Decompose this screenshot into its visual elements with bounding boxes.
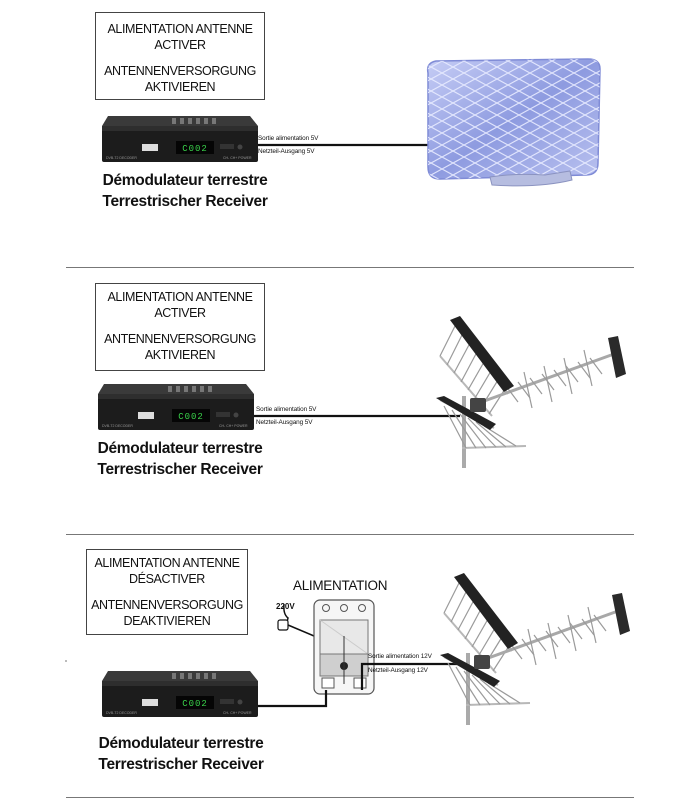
svg-text:CH- CH+ POWER: CH- CH+ POWER [219,424,248,428]
box-fr-line2: ACTIVER [154,38,206,52]
cable-label-fr: Sortie alimentation 5V [258,135,319,142]
cable-label-fr: Sortie alimentation 12V [368,653,432,660]
caption-fr: Démodulateur terrestre [102,172,268,189]
box-fr-line2: DÉSACTIVER [129,572,205,586]
caption-fr: Démodulateur terrestre [97,440,263,457]
box-de-line2: AKTIVIEREN [144,80,216,94]
receiver-display: C002 [178,412,204,422]
svg-text:DVB-T2 DECODER: DVB-T2 DECODER [106,156,137,160]
power-supply-title: ALIMENTATION [293,578,388,593]
box-de-line2: AKTIVIEREN [144,348,216,362]
receiver-image: C002 DVB-T2 DECODER CH- CH+ POWER [102,116,258,162]
instruction-box: ALIMENTATION ANTENNE ACTIVER ANTENNENVER… [95,12,265,100]
caption-fr: Démodulateur terrestre [98,735,264,752]
receiver-display: C002 [182,144,208,154]
receiver-display: C002 [182,699,208,709]
box-fr-line1: ALIMENTATION ANTENNE [94,556,240,570]
cable-label-de: Netzteil-Ausgang 5V [258,148,315,155]
svg-text:CH- CH+ POWER: CH- CH+ POWER [223,711,252,715]
instruction-box: ALIMENTATION ANTENNE ACTIVER ANTENNENVER… [95,283,265,371]
section-divider [66,267,634,268]
outdoor-yagi-antenna [436,316,626,468]
section-divider [66,797,634,798]
section-divider [66,534,634,535]
box-de-line1: ANTENNENVERSORGUNG [91,598,243,612]
receiver-image: C002 DVB-T2 DECODER CH- CH+ POWER [102,671,258,717]
caption-de: Terrestrischer Receiver [97,461,263,478]
instruction-box: ALIMENTATION ANTENNE DÉSACTIVER ANTENNEN… [86,549,248,635]
receiver-caption: Démodulateur terrestre Terrestrischer Re… [80,170,290,212]
outdoor-yagi-antenna [440,573,630,725]
box-fr-line1: ALIMENTATION ANTENNE [107,290,253,304]
power-input-label: 220V [276,602,295,611]
power-supply-image [277,599,375,695]
receiver-caption: Démodulateur terrestre Terrestrischer Re… [76,733,286,775]
receiver-caption: Démodulateur terrestre Terrestrischer Re… [75,438,285,480]
svg-text:CH- CH+ POWER: CH- CH+ POWER [223,156,252,160]
cable-label-de: Netzteil-Ausgang 5V [256,419,313,426]
svg-text:DVB-T2 DECODER: DVB-T2 DECODER [106,711,137,715]
cable-label-de: Netzteil-Ausgang 12V [368,667,428,674]
indoor-flat-antenna [426,58,601,187]
caption-de: Terrestrischer Receiver [102,193,268,210]
box-de-line1: ANTENNENVERSORGUNG [104,64,256,78]
box-fr-line1: ALIMENTATION ANTENNE [107,22,253,36]
caption-de: Terrestrischer Receiver [98,756,264,773]
box-de-line1: ANTENNENVERSORGUNG [104,332,256,346]
cable-label-fr: Sortie alimentation 5V [256,406,317,413]
receiver-image: C002 DVB-T2 DECODER CH- CH+ POWER [98,384,254,430]
box-de-line2: DEAKTIVIEREN [123,614,211,628]
box-fr-line2: ACTIVER [154,306,206,320]
svg-text:DVB-T2 DECODER: DVB-T2 DECODER [102,424,133,428]
